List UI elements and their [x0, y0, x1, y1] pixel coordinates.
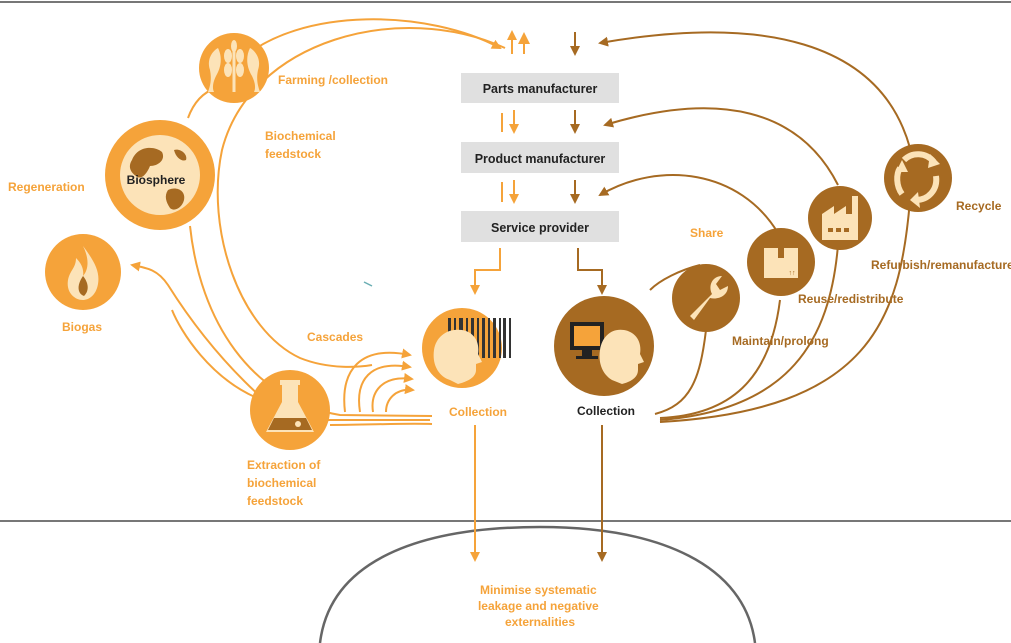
maintain-label: Maintain/prolong: [732, 334, 829, 348]
service-provider-label: Service provider: [491, 221, 589, 235]
flask-icon: [250, 370, 330, 450]
biogas-flame-icon: [45, 234, 121, 310]
biogas-label: Biogas: [62, 320, 102, 334]
biosphere-globe-icon: Biosphere: [105, 120, 215, 230]
parts-manufacturer-label: Parts manufacturer: [483, 82, 598, 96]
svg-text:↑↑: ↑↑: [789, 270, 796, 277]
biochemical-feedstock-label: Biochemical feedstock: [265, 129, 339, 161]
refurbish-label: Refurbish/remanufacture: [871, 258, 1011, 272]
farming-label: Farming /collection: [278, 73, 388, 87]
tech-collection-label: Collection: [577, 404, 635, 418]
share-label: Share: [690, 226, 724, 240]
computer-head-icon: [554, 296, 654, 396]
biological-flows: [130, 18, 525, 562]
bio-collection-label: Collection: [449, 405, 507, 419]
product-manufacturer-box: Product manufacturer: [461, 142, 619, 173]
box-icon: ↑↑: [747, 228, 815, 296]
biosphere-label: Biosphere: [127, 173, 186, 187]
service-provider-box: Service provider: [461, 211, 619, 242]
barcode-head-icon: [422, 308, 511, 388]
factory-icon: [808, 186, 872, 250]
small-stroke: [363, 281, 373, 287]
cascades-label: Cascades: [307, 330, 363, 344]
extraction-label: Extraction of biochemical feedstock: [247, 458, 324, 508]
farming-icon: [199, 33, 269, 103]
parts-manufacturer-box: Parts manufacturer: [461, 73, 619, 103]
wrench-icon: [672, 264, 740, 332]
recycle-label: Recycle: [956, 199, 1002, 213]
biological-labels: Farming /collection Biochemical feedstoc…: [8, 73, 507, 508]
up-arrow: [518, 32, 530, 44]
leakage-ellipse: [318, 525, 757, 643]
leakage-label: Minimise systematic leakage and negative…: [478, 583, 602, 629]
recycle-icon: [884, 144, 952, 212]
regeneration-label: Regeneration: [8, 180, 85, 194]
product-manufacturer-label: Product manufacturer: [475, 152, 606, 166]
reuse-label: Reuse/redistribute: [798, 292, 904, 306]
technical-flows: [570, 31, 911, 562]
technical-labels: Collection Share Maintain/prolong Reuse/…: [577, 199, 1011, 418]
